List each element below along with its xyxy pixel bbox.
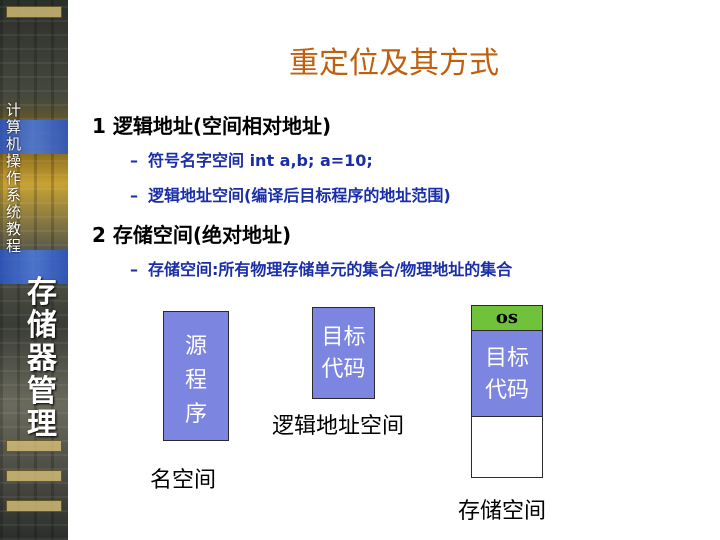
sidebar-slot — [6, 6, 62, 18]
memory-space-box: os 目标 代码 — [471, 305, 543, 478]
sidebar-slot — [6, 470, 62, 482]
sub-bullet-physical-space: –存储空间:所有物理存储单元的集合/物理地址的集合 — [130, 260, 513, 279]
memory-os-block: os — [472, 306, 542, 331]
sidebar-slot — [6, 500, 62, 512]
sidebar-stripe — [0, 120, 68, 154]
sidebar-slot — [6, 440, 62, 452]
object-code-box: 目标 代码 — [312, 307, 375, 399]
sidebar-decoration — [0, 0, 68, 540]
sidebar-chapter-title: 存 储 器 管 理 — [27, 275, 57, 442]
bullet-storage-space: 2 存储空间(绝对地址) — [92, 223, 292, 247]
sub-bullet-logical-space: –逻辑地址空间(编译后目标程序的地址范围) — [130, 186, 451, 205]
source-program-box: 源 程 序 — [163, 311, 229, 441]
caption-name-space: 名空间 — [150, 468, 217, 493]
caption-storage-space: 存储空间 — [458, 499, 547, 524]
sidebar-course-title: 计 算 机 操 作 系 统 教 程 — [6, 101, 22, 255]
memory-object-code-block: 目标 代码 — [472, 331, 542, 417]
sub-bullet-symbol-space: –符号名字空间 int a,b; a=10; — [130, 151, 373, 170]
slide-title: 重定位及其方式 — [289, 46, 499, 81]
caption-logical-space: 逻辑地址空间 — [272, 414, 405, 439]
sidebar-stripe — [0, 250, 68, 284]
bullet-logical-address: 1 逻辑地址(空间相对地址) — [92, 114, 332, 138]
